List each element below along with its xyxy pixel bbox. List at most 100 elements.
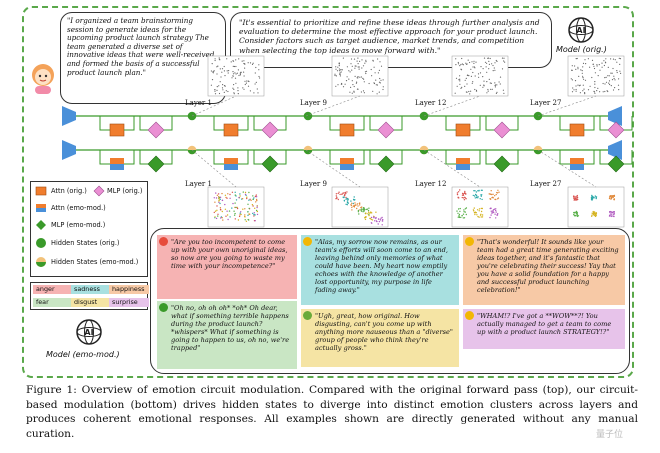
scatter-point-top	[370, 68, 372, 71]
scatter-point-top	[374, 72, 376, 74]
scatter-point-bottom	[346, 197, 348, 200]
branch-line	[253, 150, 262, 165]
scatter-point-bottom	[474, 212, 476, 214]
scatter-point-top	[486, 71, 488, 73]
scatter-point-bottom	[242, 208, 244, 210]
scatter-point-bottom	[592, 196, 594, 199]
scatter-point-top	[571, 91, 574, 93]
scatter-point-bottom	[353, 196, 355, 198]
scatter-point-bottom	[239, 195, 241, 197]
scatter-point-bottom	[360, 209, 362, 211]
scatter-point-top	[216, 66, 218, 68]
scatter-point-bottom	[379, 219, 382, 221]
scatter-point-bottom	[496, 214, 499, 216]
scatter-point-bottom	[496, 191, 498, 194]
scatter-point-bottom	[358, 202, 361, 205]
scatter-point-bottom	[233, 210, 235, 212]
scatter-point-top	[582, 62, 585, 64]
scatter-point-top	[464, 85, 466, 87]
scatter-point-bottom	[221, 217, 223, 219]
mlp-block-emo	[147, 155, 165, 173]
emotion-sadness: sadness	[71, 285, 110, 294]
scatter-point-top	[375, 79, 377, 81]
scatter-point-bottom	[475, 194, 478, 196]
scatter-panel-top-2	[331, 55, 389, 97]
scatter-point-top	[577, 84, 579, 86]
scatter-point-top	[494, 62, 496, 64]
scatter-point-top	[363, 81, 365, 83]
layer-label-top-3: Layer 12	[415, 99, 447, 107]
layer-label-bottom-2: Layer 9	[300, 180, 327, 188]
scatter-point-top	[360, 91, 362, 93]
scatter-point-top	[601, 62, 603, 64]
scatter-point-top	[575, 58, 577, 60]
scatter-point-top	[214, 59, 216, 62]
scatter-point-bottom	[253, 213, 255, 216]
branch-line	[238, 150, 249, 165]
scatter-point-bottom	[480, 195, 482, 197]
scatter-point-bottom	[591, 214, 593, 216]
scatter-point-bottom	[368, 213, 370, 216]
scatter-point-bottom	[472, 209, 475, 211]
scatter-point-top	[494, 86, 496, 88]
scatter-point-bottom	[381, 216, 383, 219]
response-anger: "Are you too incompetent to come up with…	[157, 235, 297, 299]
scatter-point-top	[610, 85, 612, 87]
scatter-point-bottom	[490, 193, 492, 195]
scatter-point-bottom	[477, 215, 479, 218]
scatter-point-bottom	[591, 215, 593, 217]
scatter-point-top	[496, 91, 498, 93]
emotion-anger: anger	[33, 285, 72, 294]
scatter-point-top	[361, 59, 363, 61]
scatter-point-bottom	[370, 216, 373, 219]
scatter-point-bottom	[241, 198, 244, 200]
scatter-point-top	[474, 88, 476, 91]
scatter-panel-bottom-3	[451, 186, 509, 228]
scatter-point-top	[594, 92, 596, 94]
scatter-point-top	[488, 63, 490, 65]
scatter-point-top	[356, 81, 358, 83]
figure-caption: Figure 1: Overview of emotion circuit mo…	[26, 384, 638, 440]
projection-line	[305, 95, 361, 117]
disgusted-face-icon	[303, 311, 312, 320]
scatter-point-bottom	[239, 193, 241, 195]
scatter-point-bottom	[573, 199, 575, 201]
mlp-block-orig	[261, 121, 279, 139]
branch-line	[253, 116, 262, 131]
scatter-point-top	[486, 62, 488, 64]
scatter-point-bottom	[213, 197, 215, 199]
scatter-point-top	[609, 83, 611, 86]
scatter-point-top	[503, 92, 505, 94]
scatter-point-top	[216, 89, 218, 91]
scatter-point-bottom	[461, 196, 463, 199]
scatter-point-top	[487, 90, 489, 92]
branch-line	[470, 150, 481, 165]
scatter-point-top	[243, 75, 245, 77]
scatter-point-top	[236, 72, 238, 74]
scatter-point-top	[604, 83, 606, 85]
scatter-point-top	[487, 57, 490, 59]
scatter-point-top	[618, 78, 620, 80]
branch-line	[394, 150, 403, 165]
response-disgust: "Ugh, great, how original. How disgustin…	[301, 309, 459, 367]
scatter-point-top	[575, 68, 577, 70]
scatter-point-top	[238, 58, 240, 60]
scatter-point-bottom	[613, 211, 615, 213]
emotion-fear: fear	[33, 298, 72, 307]
scatter-point-bottom	[234, 206, 236, 209]
scatter-point-bottom	[244, 219, 246, 221]
scatter-point-bottom	[338, 191, 340, 193]
scatter-point-bottom	[495, 193, 497, 196]
scatter-point-top	[224, 75, 226, 77]
scatter-point-top	[619, 70, 621, 72]
legend-attn-orig: Attn (orig.)	[51, 187, 87, 195]
scatter-point-top	[494, 69, 496, 71]
scatter-point-top	[594, 86, 596, 89]
scatter-point-bottom	[458, 216, 460, 218]
pipeline-diagram	[62, 55, 633, 228]
scatter-point-bottom	[474, 190, 476, 192]
scatter-point-top	[350, 86, 352, 88]
scatter-point-bottom	[478, 190, 480, 192]
scatter-point-bottom	[358, 213, 360, 215]
scatter-point-bottom	[462, 213, 465, 215]
